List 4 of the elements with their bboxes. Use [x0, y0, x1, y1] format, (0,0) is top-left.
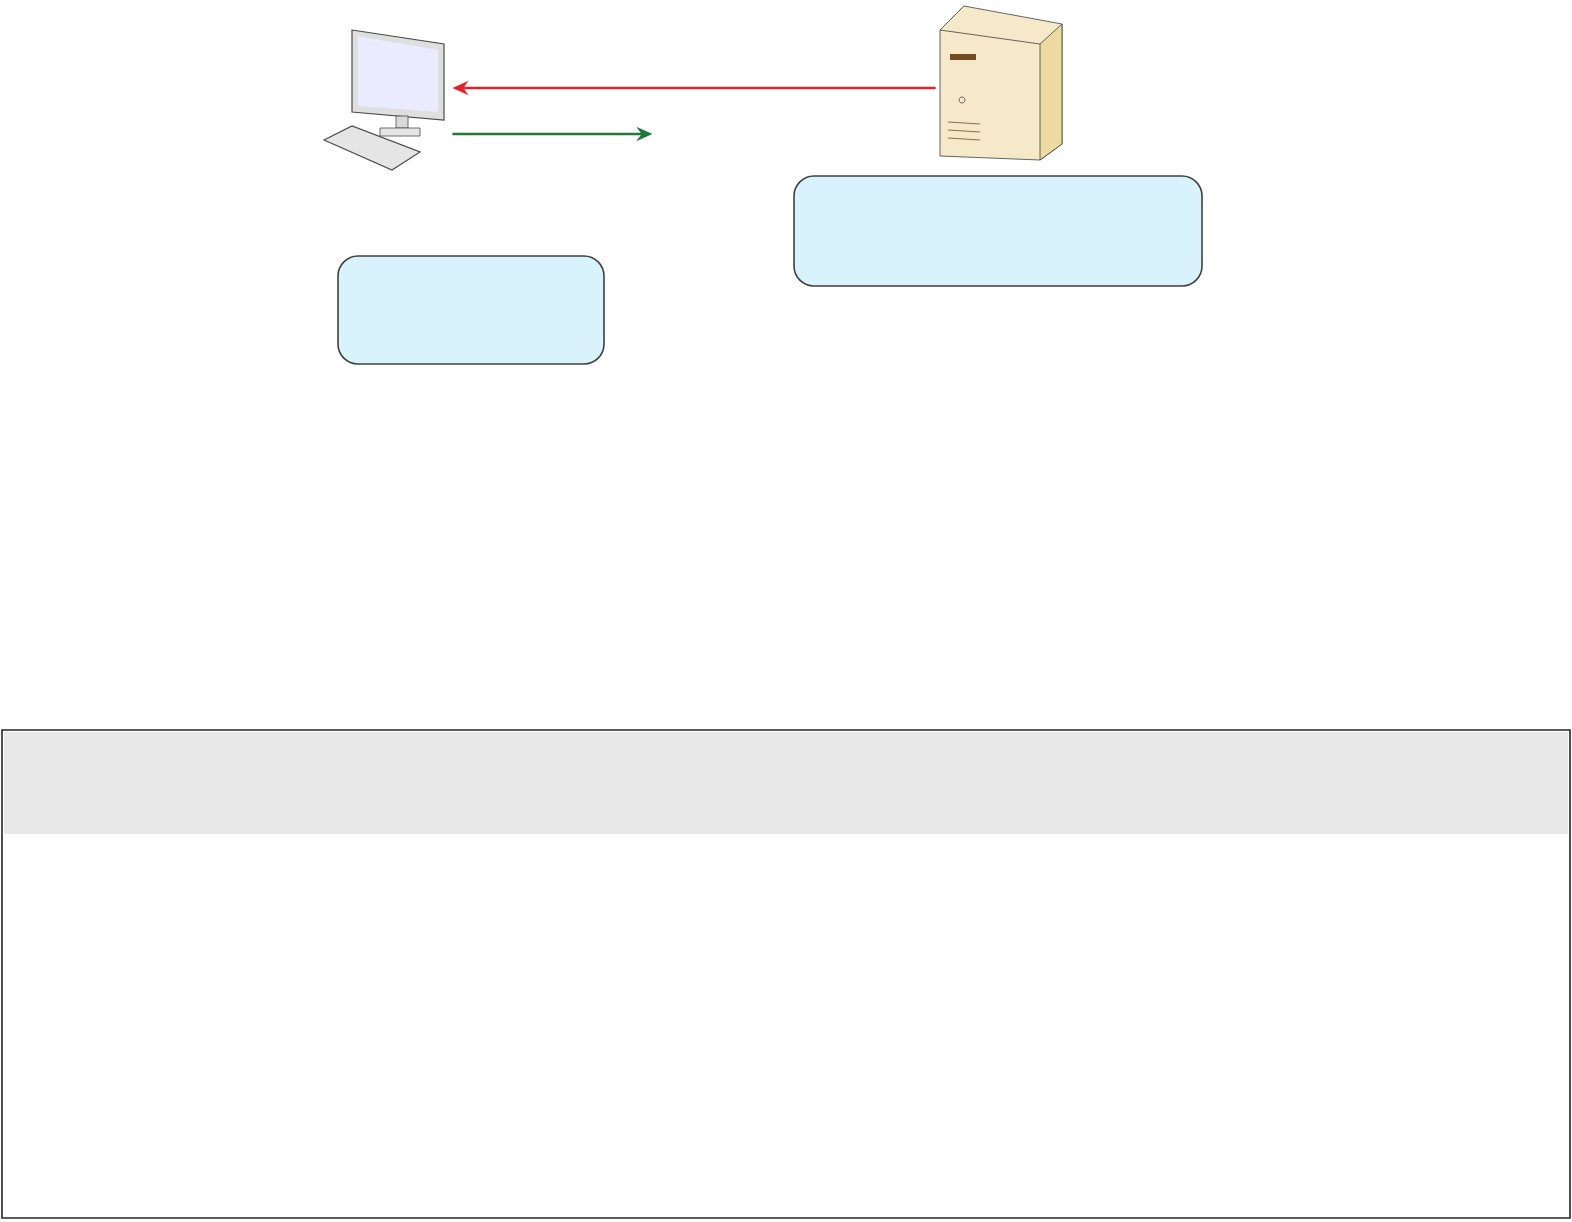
- table-panel: [1, 729, 1571, 1219]
- server-drawing: [939, 5, 1063, 161]
- rounded-box: [337, 255, 605, 365]
- rounded-box: [793, 175, 1203, 287]
